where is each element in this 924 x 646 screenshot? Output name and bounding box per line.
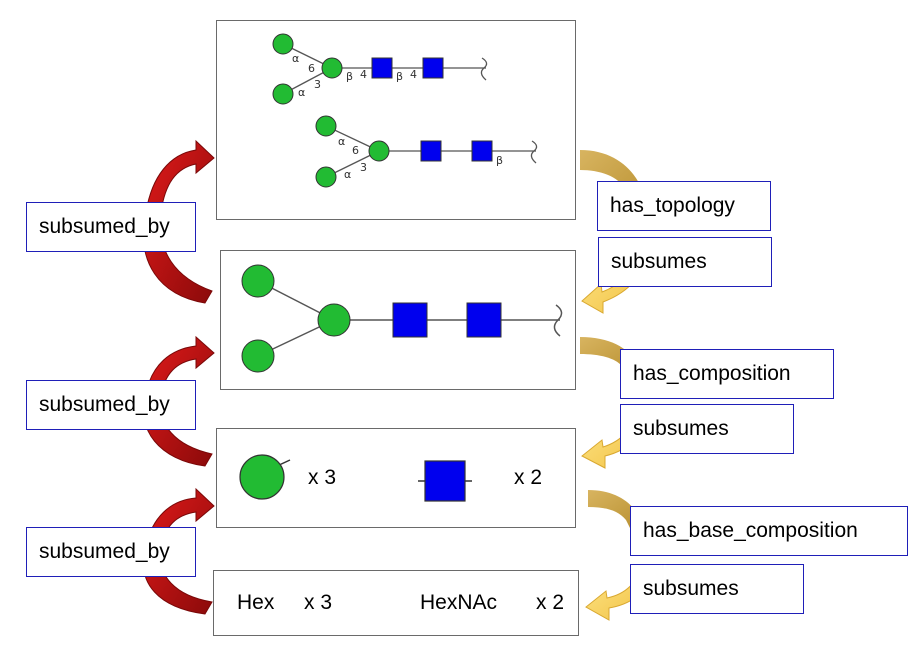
hexnac-square bbox=[371, 57, 393, 79]
linkage-position: 4 bbox=[410, 68, 417, 81]
hexnac-square bbox=[422, 57, 444, 79]
linkage-anomer: β bbox=[346, 70, 353, 83]
linkage-position: 6 bbox=[352, 144, 359, 157]
hex-circle bbox=[241, 264, 275, 298]
hex-circle bbox=[272, 83, 294, 105]
glycan-topology bbox=[241, 264, 563, 373]
linkage-anomer: β bbox=[396, 70, 403, 83]
linkage-position: 3 bbox=[314, 78, 321, 91]
linkage-position: 3 bbox=[360, 161, 367, 174]
subsumed-by-label: subsumed_by bbox=[26, 527, 196, 577]
glycan-linkage-2: α 6 α 3 β bbox=[315, 115, 538, 188]
linkage-anomer: α bbox=[292, 52, 299, 65]
hex-circle bbox=[368, 140, 390, 162]
composition-symbols bbox=[239, 454, 472, 502]
glycan-linkage-1: α 6 α 3 β 4 β 4 bbox=[272, 33, 488, 105]
linkage-anomer: α bbox=[344, 168, 351, 181]
hex-circle bbox=[241, 339, 275, 373]
hex-circle bbox=[315, 115, 337, 137]
linkage-anomer: α bbox=[338, 135, 345, 148]
has-composition-label: has_composition bbox=[620, 349, 834, 399]
hexnac-square bbox=[392, 302, 428, 338]
hexnac-square bbox=[471, 140, 493, 162]
hexnac-label: HexNAc bbox=[420, 591, 498, 614]
panel-base-composition bbox=[213, 570, 579, 636]
hexnac-square bbox=[466, 302, 502, 338]
linkage-anomer: β bbox=[496, 154, 503, 167]
hexnac-square bbox=[424, 460, 466, 502]
hex-count: x 3 bbox=[308, 466, 337, 489]
panel-linkage bbox=[216, 20, 576, 220]
subsumes-label: subsumes bbox=[630, 564, 804, 614]
hex-circle bbox=[315, 166, 337, 188]
hex-circle bbox=[239, 454, 285, 500]
hexnac-base-count: x 2 bbox=[536, 591, 565, 614]
hex-base-count: x 3 bbox=[304, 591, 333, 614]
hex-circle bbox=[272, 33, 294, 55]
hex-circle bbox=[321, 57, 343, 79]
hexnac-count: x 2 bbox=[514, 466, 543, 489]
linkage-position: 4 bbox=[360, 68, 367, 81]
has-base-composition-label: has_base_composition bbox=[630, 506, 908, 556]
subsumed-by-label: subsumed_by bbox=[26, 380, 196, 430]
has-topology-label: has_topology bbox=[597, 181, 771, 231]
subsumes-label: subsumes bbox=[620, 404, 794, 454]
linkage-position: 6 bbox=[308, 62, 315, 75]
hex-label: Hex bbox=[237, 591, 275, 614]
hexnac-square bbox=[420, 140, 442, 162]
hex-circle bbox=[317, 303, 351, 337]
subsumed-by-label: subsumed_by bbox=[26, 202, 196, 252]
subsumes-label: subsumes bbox=[598, 237, 772, 287]
linkage-anomer: α bbox=[298, 86, 305, 99]
